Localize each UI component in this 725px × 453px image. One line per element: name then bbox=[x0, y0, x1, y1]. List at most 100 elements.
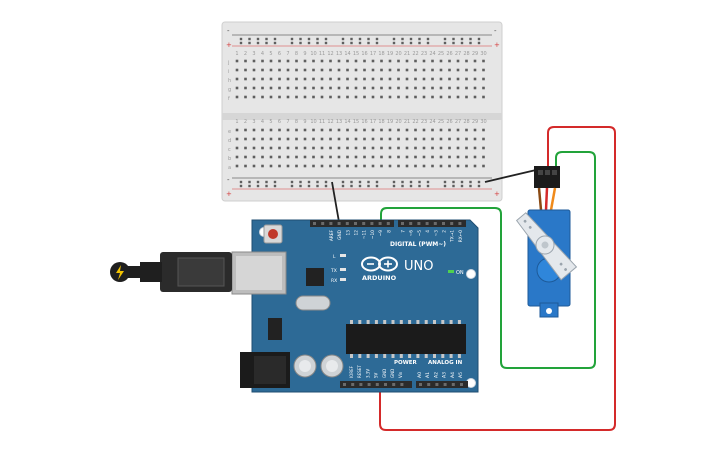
breadboard-hole[interactable] bbox=[337, 59, 341, 63]
breadboard-hole[interactable] bbox=[431, 146, 434, 150]
breadboard-hole[interactable] bbox=[388, 77, 392, 81]
rail-hole[interactable] bbox=[460, 37, 464, 41]
breadboard-hole[interactable] bbox=[244, 59, 247, 63]
breadboard-hole[interactable] bbox=[252, 128, 256, 132]
breadboard-hole[interactable] bbox=[388, 59, 392, 63]
breadboard-hole[interactable] bbox=[346, 146, 349, 150]
rail-hole[interactable] bbox=[426, 184, 430, 188]
rail-hole[interactable] bbox=[273, 184, 277, 188]
breadboard-hole[interactable] bbox=[388, 95, 392, 99]
header-pin[interactable] bbox=[378, 222, 382, 225]
rail-hole[interactable] bbox=[350, 37, 353, 41]
breadboard-hole[interactable] bbox=[388, 137, 392, 141]
breadboard-hole[interactable] bbox=[286, 68, 290, 72]
rail-hole[interactable] bbox=[460, 180, 464, 184]
breadboard-hole[interactable] bbox=[235, 137, 239, 141]
breadboard-hole[interactable] bbox=[456, 77, 460, 81]
breadboard-hole[interactable] bbox=[295, 128, 298, 132]
rail-hole[interactable] bbox=[443, 41, 447, 45]
breadboard-hole[interactable] bbox=[320, 146, 324, 150]
breadboard-hole[interactable] bbox=[448, 95, 451, 99]
breadboard-hole[interactable] bbox=[482, 77, 485, 81]
breadboard-hole[interactable] bbox=[286, 128, 290, 132]
breadboard-hole[interactable] bbox=[482, 146, 485, 150]
servo-connector[interactable] bbox=[534, 166, 560, 188]
rail-hole[interactable] bbox=[426, 37, 430, 41]
breadboard-hole[interactable] bbox=[414, 155, 417, 159]
rail-hole[interactable] bbox=[418, 180, 421, 184]
breadboard-hole[interactable] bbox=[448, 59, 451, 63]
rail-hole[interactable] bbox=[341, 184, 345, 188]
rail-hole[interactable] bbox=[367, 41, 370, 45]
breadboard-hole[interactable] bbox=[448, 164, 451, 168]
breadboard-hole[interactable] bbox=[269, 77, 273, 81]
rail-hole[interactable] bbox=[290, 184, 294, 188]
breadboard-hole[interactable] bbox=[388, 68, 392, 72]
rail-hole[interactable] bbox=[239, 37, 243, 41]
header-pin[interactable] bbox=[435, 383, 439, 386]
breadboard-hole[interactable] bbox=[397, 68, 400, 72]
breadboard-hole[interactable] bbox=[465, 155, 468, 159]
breadboard-hole[interactable] bbox=[235, 59, 239, 63]
breadboard-hole[interactable] bbox=[286, 137, 290, 141]
breadboard-hole[interactable] bbox=[269, 59, 273, 63]
breadboard-hole[interactable] bbox=[405, 146, 409, 150]
breadboard-hole[interactable] bbox=[465, 77, 468, 81]
breadboard-hole[interactable] bbox=[473, 146, 477, 150]
breadboard-hole[interactable] bbox=[431, 155, 434, 159]
breadboard-hole[interactable] bbox=[244, 86, 247, 90]
breadboard-hole[interactable] bbox=[422, 59, 426, 63]
rail-hole[interactable] bbox=[469, 184, 472, 188]
rail-hole[interactable] bbox=[324, 37, 328, 41]
breadboard-hole[interactable] bbox=[337, 68, 341, 72]
breadboard-hole[interactable] bbox=[261, 59, 264, 63]
rail-hole[interactable] bbox=[256, 180, 260, 184]
breadboard-hole[interactable] bbox=[312, 95, 315, 99]
breadboard-hole[interactable] bbox=[261, 146, 264, 150]
header-pin[interactable] bbox=[401, 222, 404, 225]
breadboard-hole[interactable] bbox=[431, 77, 434, 81]
breadboard-hole[interactable] bbox=[448, 77, 451, 81]
breadboard-hole[interactable] bbox=[295, 155, 298, 159]
breadboard-hole[interactable] bbox=[320, 128, 324, 132]
rail-hole[interactable] bbox=[265, 184, 268, 188]
header-pin[interactable] bbox=[425, 222, 429, 225]
breadboard-hole[interactable] bbox=[397, 146, 400, 150]
breadboard-hole[interactable] bbox=[456, 146, 460, 150]
header-pin[interactable] bbox=[451, 383, 455, 386]
breadboard-hole[interactable] bbox=[286, 59, 290, 63]
rail-hole[interactable] bbox=[460, 184, 464, 188]
rail-hole[interactable] bbox=[307, 41, 311, 45]
rail-hole[interactable] bbox=[426, 180, 430, 184]
header-pin[interactable] bbox=[419, 383, 422, 386]
breadboard-hole[interactable] bbox=[303, 77, 307, 81]
breadboard-hole[interactable] bbox=[303, 128, 307, 132]
breadboard-hole[interactable] bbox=[303, 86, 307, 90]
rail-hole[interactable] bbox=[307, 180, 311, 184]
rail-hole[interactable] bbox=[290, 37, 294, 41]
breadboard-hole[interactable] bbox=[346, 155, 349, 159]
breadboard-hole[interactable] bbox=[329, 146, 332, 150]
rail-hole[interactable] bbox=[409, 184, 413, 188]
rail-hole[interactable] bbox=[409, 180, 413, 184]
header-pin[interactable] bbox=[450, 222, 454, 225]
breadboard-hole[interactable] bbox=[405, 86, 409, 90]
breadboard-hole[interactable] bbox=[363, 146, 366, 150]
breadboard-hole[interactable] bbox=[456, 155, 460, 159]
breadboard-hole[interactable] bbox=[380, 146, 383, 150]
rail-hole[interactable] bbox=[443, 37, 447, 41]
breadboard-hole[interactable] bbox=[422, 164, 426, 168]
usb-cable-plug[interactable] bbox=[110, 252, 232, 292]
breadboard-hole[interactable] bbox=[261, 137, 264, 141]
rail-hole[interactable] bbox=[401, 37, 404, 41]
breadboard-hole[interactable] bbox=[278, 164, 281, 168]
breadboard-hole[interactable] bbox=[482, 128, 485, 132]
header-pin[interactable] bbox=[354, 222, 357, 225]
breadboard-hole[interactable] bbox=[269, 155, 273, 159]
breadboard-hole[interactable] bbox=[473, 137, 477, 141]
breadboard-hole[interactable] bbox=[320, 59, 324, 63]
breadboard-hole[interactable] bbox=[269, 95, 273, 99]
breadboard-hole[interactable] bbox=[329, 137, 332, 141]
breadboard-hole[interactable] bbox=[388, 146, 392, 150]
breadboard-hole[interactable] bbox=[329, 95, 332, 99]
